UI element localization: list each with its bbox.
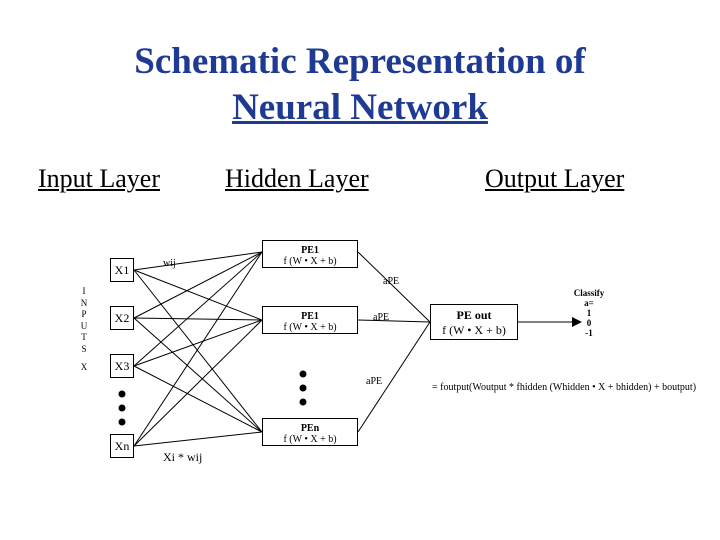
- weight-label: wij: [163, 258, 176, 269]
- inputs-letter: U: [80, 320, 88, 331]
- hidden-node-pen: PEn f (W • X + b): [262, 418, 358, 446]
- inputs-x-label: X: [80, 362, 88, 372]
- output-node-function: f (W • X + b): [442, 323, 506, 337]
- classify-label: Classify a= 1 0 -1: [570, 288, 608, 338]
- title-line-1: Schematic Representation of: [134, 41, 586, 82]
- hidden-node-name: PEn: [300, 423, 320, 434]
- inputs-letter: I: [82, 286, 86, 296]
- output-node-name: PE out: [456, 308, 492, 322]
- hidden-node-name: PE1: [301, 311, 319, 322]
- input-node-x1: X1: [110, 258, 134, 282]
- input-layer-label: Input Layer: [38, 164, 161, 193]
- classify-value: 1: [586, 308, 592, 318]
- classify-title: Classify: [573, 288, 605, 298]
- activation-label: aPE: [383, 276, 400, 287]
- inputs-letter: S: [81, 343, 87, 354]
- classify-value: -1: [585, 328, 593, 338]
- hidden-node-function: f (W • X + b): [283, 434, 337, 445]
- hidden-layer-label: Hidden Layer: [225, 164, 369, 193]
- input-node-x2: X2: [110, 306, 134, 330]
- output-layer-label: Output Layer: [485, 164, 625, 193]
- inputs-vertical-label: I N P U T S: [78, 286, 90, 355]
- hidden-node-function: f (W • X + b): [283, 322, 337, 333]
- hidden-node-pe2: PE1 f (W • X + b): [262, 306, 358, 334]
- classify-value: 0: [586, 318, 592, 328]
- classify-a: a=: [584, 298, 594, 308]
- inputs-letter: P: [81, 309, 87, 319]
- inputs-letter: N: [80, 297, 88, 308]
- activation-label: aPE: [366, 376, 383, 387]
- hidden-node-name: PE1: [301, 245, 319, 256]
- output-equation: = foutput(Woutput * fhidden (Whidden • X…: [432, 382, 697, 393]
- input-node-xn: Xn: [110, 434, 134, 458]
- activation-label: aPE: [373, 312, 390, 323]
- hidden-node-function: f (W • X + b): [283, 256, 337, 267]
- weight-product-label: Xi * wij: [163, 450, 203, 464]
- hidden-node-pe1: PE1 f (W • X + b): [262, 240, 358, 268]
- inputs-letter: T: [81, 332, 87, 342]
- output-node: PE out f (W • X + b): [430, 304, 518, 340]
- title-line-2: Neural Network: [232, 87, 488, 128]
- input-node-x3: X3: [110, 354, 134, 378]
